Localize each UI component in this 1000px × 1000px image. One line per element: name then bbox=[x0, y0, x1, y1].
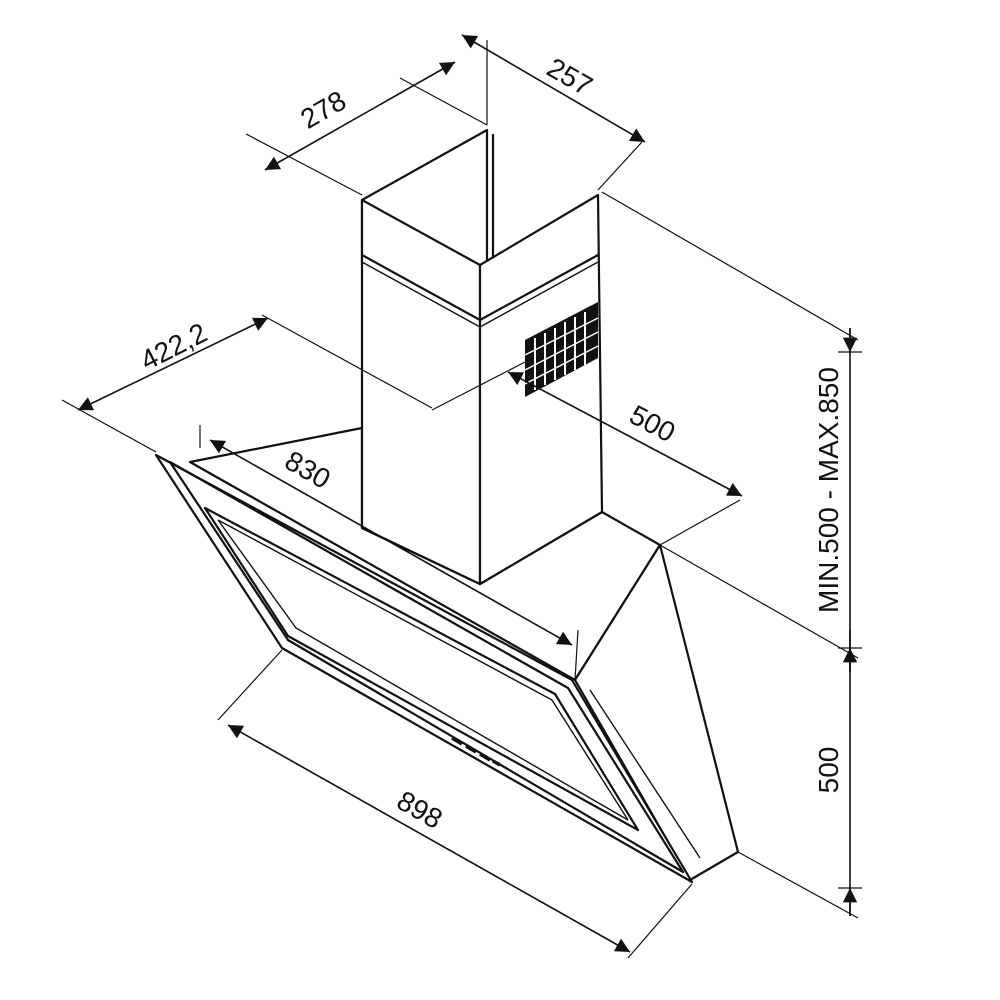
label-glass-width: 898 bbox=[392, 785, 448, 835]
label-duct-depth: 257 bbox=[542, 52, 598, 102]
label-duct-width: 278 bbox=[295, 85, 351, 135]
chimney bbox=[360, 128, 604, 586]
label-glass-depth: 422,2 bbox=[135, 317, 212, 376]
chimney-left-face bbox=[360, 198, 482, 586]
label-wall-depth: 500 bbox=[625, 399, 681, 448]
dimension-lines bbox=[61, 34, 862, 959]
label-hood-height: 500 bbox=[813, 747, 844, 794]
label-chimney-range: MIN.500 - MAX.850 bbox=[813, 367, 844, 613]
